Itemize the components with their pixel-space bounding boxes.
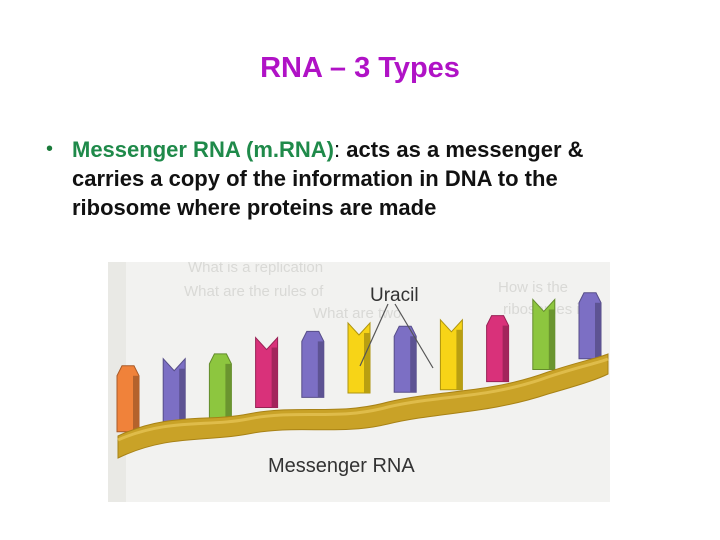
nucleotide-base — [163, 359, 185, 429]
nucleotide-shadow — [364, 333, 370, 393]
uracil-label: Uracil — [370, 285, 419, 306]
term-separator: : — [334, 137, 346, 162]
bullet-marker: • — [46, 135, 72, 222]
nucleotide-shadow — [410, 336, 416, 392]
nucleotide-base — [256, 338, 278, 408]
nucleotide-shadow — [272, 348, 278, 408]
nucleotide-base — [302, 331, 324, 397]
nucleotide-base — [117, 366, 139, 432]
bg-text-1: What is a replication — [188, 262, 323, 276]
nucleotide-shadow — [318, 341, 324, 397]
nucleotide-shadow — [503, 326, 509, 382]
nucleotide-base — [348, 323, 370, 393]
nucleotide-shadow — [133, 376, 139, 432]
nucleotide-shadow — [595, 303, 601, 359]
bullet-text: Messenger RNA (m.RNA): acts as a messeng… — [72, 135, 656, 222]
term-label: Messenger RNA (m.RNA) — [72, 137, 334, 162]
nucleotide-shadow — [456, 330, 462, 390]
slide-title: RNA – 3 Types — [0, 52, 720, 85]
mrna-diagram: What is a replication What are the rules… — [108, 262, 610, 502]
nucleotide-base — [394, 326, 416, 392]
bg-text-3: What are two — [313, 305, 401, 322]
nucleotide-base — [440, 320, 462, 390]
bg-text-4: How is the — [498, 279, 568, 296]
bg-text-2: What are the rules of — [184, 283, 324, 300]
nucleotide-shadow — [549, 309, 555, 369]
mrna-illustration: What is a replication What are the rules… — [108, 262, 610, 502]
nucleotide-shadow — [225, 364, 231, 420]
nucleotide-base — [209, 354, 231, 420]
figure-caption: Messenger RNA — [268, 455, 415, 477]
nucleotide-base — [487, 316, 509, 382]
bullet-item: • Messenger RNA (m.RNA): acts as a messe… — [46, 135, 656, 222]
nucleotide-base — [579, 293, 601, 359]
